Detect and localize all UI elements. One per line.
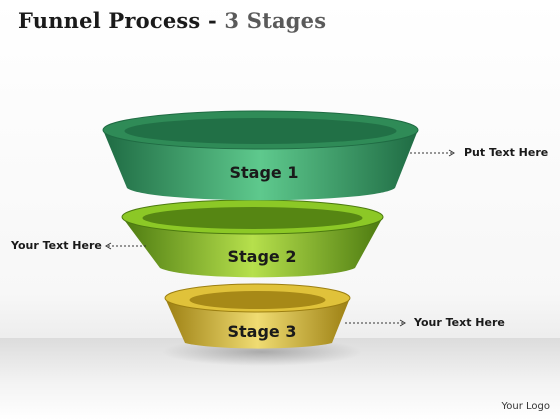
stage-3-inner — [189, 291, 326, 309]
stage-1-inner — [124, 118, 397, 144]
stage-3-label: Stage 3 — [228, 322, 297, 341]
callout-text-3: Your Text Here — [414, 316, 505, 329]
callout-arrow-2 — [105, 242, 147, 250]
title-sub: 3 Stages — [224, 8, 327, 33]
logo-placeholder: Your Logo — [501, 401, 550, 412]
stage-3-segment: Stage 3 — [164, 283, 351, 349]
callout-text-2: Your Text Here — [11, 239, 102, 252]
stage-1-label: Stage 1 — [230, 163, 299, 182]
page-title: Funnel Process - 3 Stages — [18, 8, 326, 33]
callout-arrow-3 — [345, 319, 406, 327]
stage-2-label: Stage 2 — [228, 247, 297, 266]
title-main: Funnel Process - — [18, 8, 225, 33]
stage-2-segment: Stage 2 — [121, 199, 384, 278]
stage-2-inner — [142, 207, 363, 229]
stage-1-segment: Stage 1 — [102, 110, 419, 201]
callout-text-1: Put Text Here — [464, 146, 549, 159]
stage-1-body — [103, 130, 418, 201]
callout-arrow-1 — [410, 149, 455, 157]
